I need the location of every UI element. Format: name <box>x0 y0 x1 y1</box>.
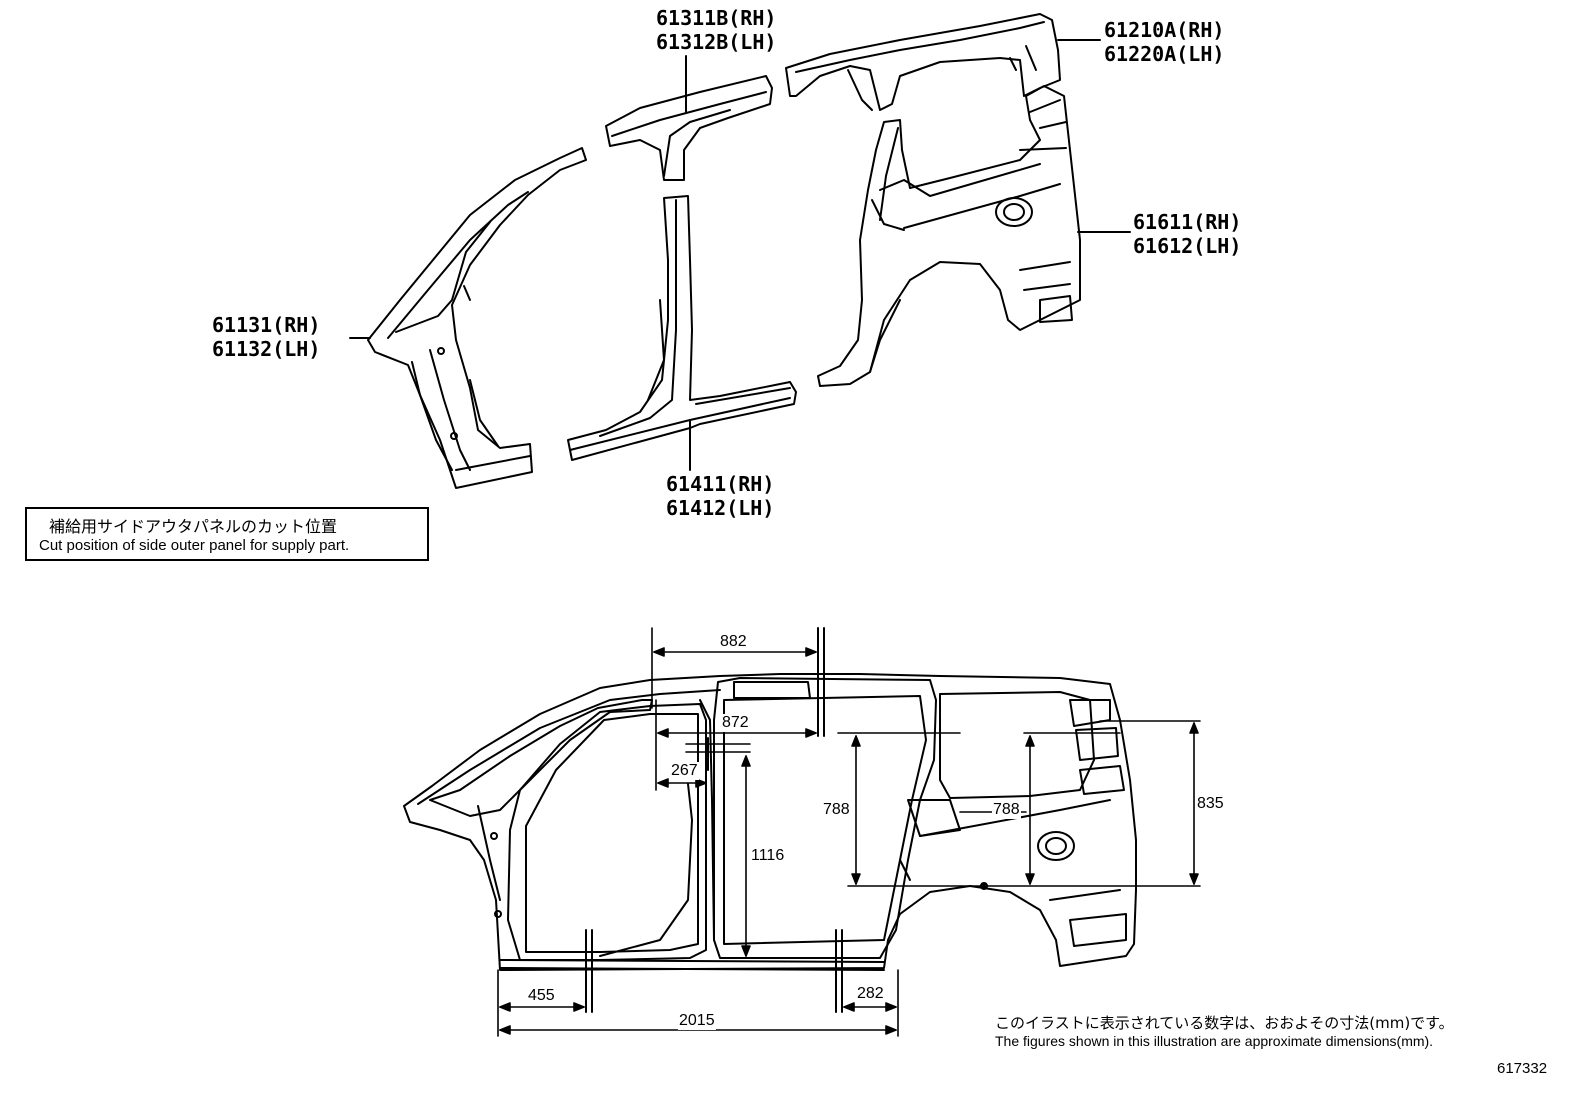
label-front-pillar-rh: 61131(RH) <box>212 313 321 337</box>
label-roof-side-lh: 61312B(LH) <box>656 30 777 54</box>
label-front-pillar-lh: 61132(LH) <box>212 337 321 361</box>
front-pillar-part <box>367 147 587 489</box>
dimension-lines <box>497 627 1201 1037</box>
dim-872: 872 <box>721 714 750 732</box>
label-rocker: 61411(RH) 61412(LH) <box>666 472 774 520</box>
dim-788-left: 788 <box>822 801 851 819</box>
dim-2015: 2015 <box>678 1012 716 1030</box>
cut-position-jp: 補給用サイドアウタパネルのカット位置 <box>49 517 338 536</box>
label-quarter-upper: 61210A(RH) 61220A(LH) <box>1104 18 1224 66</box>
label-roof-side: 61311B(RH) 61312B(LH) <box>656 6 776 54</box>
label-quarter-panel-lh: 61612(LH) <box>1133 234 1242 258</box>
assembled-side-outline <box>403 673 1137 971</box>
label-rocker-rh: 61411(RH) <box>666 472 775 496</box>
label-quarter-panel: 61611(RH) 61612(LH) <box>1133 210 1241 258</box>
cut-position-en: Cut position of side outer panel for sup… <box>39 537 350 554</box>
quarter-panel-part <box>817 85 1081 387</box>
dim-835: 835 <box>1196 795 1225 813</box>
quarter-upper-part <box>785 13 1061 111</box>
dim-788-right: 788 <box>992 801 1021 819</box>
figure-id: 617332 <box>1497 1060 1548 1077</box>
label-front-pillar: 61131(RH) 61132(LH) <box>212 313 320 361</box>
dim-267: 267 <box>670 762 699 780</box>
note-en: The figures shown in this illustration a… <box>995 1033 1434 1049</box>
note-jp: このイラストに表示されている数字は、おおよその寸法(mm)です。 <box>995 1014 1454 1032</box>
label-roof-side-rh: 61311B(RH) <box>656 6 777 30</box>
label-quarter-panel-rh: 61611(RH) <box>1133 210 1242 234</box>
rocker-part <box>567 195 797 461</box>
cut-position-legend: 補給用サイドアウタパネルのカット位置 Cut position of side … <box>25 507 429 561</box>
dim-455: 455 <box>527 987 556 1005</box>
dim-1116: 1116 <box>750 847 786 865</box>
roof-side-part <box>605 75 773 181</box>
dim-282: 282 <box>856 985 885 1003</box>
label-rocker-lh: 61412(LH) <box>666 496 775 520</box>
label-quarter-upper-lh: 61220A(LH) <box>1104 42 1225 66</box>
label-quarter-upper-rh: 61210A(RH) <box>1104 18 1225 42</box>
dim-882: 882 <box>719 633 748 651</box>
